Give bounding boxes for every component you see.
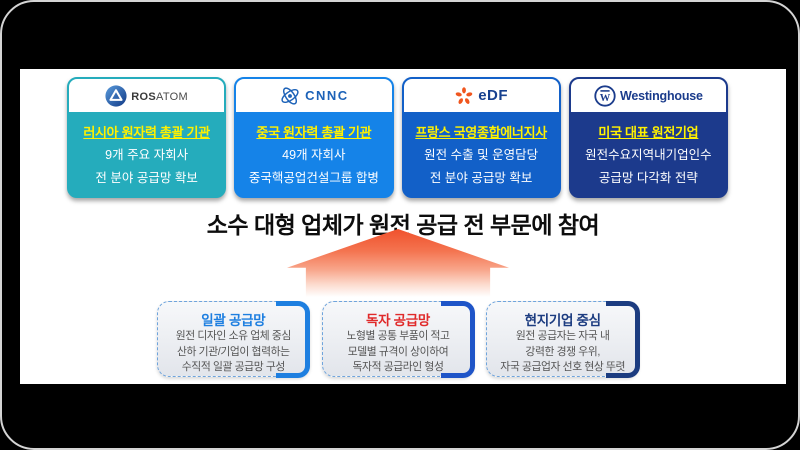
company-cards-row: ROSATOM 러시아 원자력 총괄 기관 9개 주요 자회사 전 분야 공급망… bbox=[67, 77, 728, 198]
cnnc-logo: CNNC bbox=[279, 85, 349, 107]
card-westinghouse-line1: 원전수요지역내기업인수 bbox=[585, 148, 712, 162]
box-independent-line1: 노형별 공통 부품이 적고 bbox=[346, 330, 450, 342]
box-integrated-line3: 수직적 일괄 공급망 구성 bbox=[181, 361, 286, 373]
card-westinghouse-title: 미국 대표 원전기업 bbox=[598, 125, 699, 140]
cnnc-logo-text: CNNC bbox=[305, 88, 349, 103]
card-cnnc-title: 중국 원자력 총괄 기관 bbox=[256, 125, 372, 140]
rosatom-swirl-icon bbox=[105, 84, 127, 107]
cnnc-atom-icon bbox=[281, 86, 299, 105]
box-integrated-title: 일괄 공급망 bbox=[201, 313, 266, 328]
box-independent-line3: 독자적 공급라인 형성 bbox=[352, 361, 444, 373]
card-edf-line2: 전 분야 공급망 확보 bbox=[429, 171, 533, 185]
card-cnnc-body: 중국 원자력 총괄 기관 49개 자회사 중국핵공업건설그룹 합병 bbox=[236, 112, 391, 196]
box-independent-title: 독자 공급망 bbox=[365, 313, 431, 328]
card-edf-header: eDF bbox=[403, 79, 559, 112]
westinghouse-w-glyph: W bbox=[600, 92, 611, 103]
rosatom-logo: ROSATOM bbox=[105, 84, 188, 107]
card-westinghouse: W Westinghouse 미국 대표 원전기업 원전수요지역내기업인수 공급… bbox=[568, 77, 728, 198]
box-independent-supply: 독자 공급망 노형별 공통 부품이 적고 모델별 규격이 상이하여 독자적 공급… bbox=[321, 300, 475, 378]
card-rosatom-body: 러시아 원자력 총괄 기관 9개 주요 자회사 전 분야 공급망 확보 bbox=[69, 112, 224, 196]
westinghouse-logo-text: Westinghouse bbox=[619, 88, 703, 103]
edf-logo-text: eDF bbox=[478, 87, 509, 104]
card-cnnc-line1: 49개 자회사 bbox=[282, 148, 346, 162]
card-edf-line1: 원전 수출 및 운영담당 bbox=[424, 148, 539, 162]
rosatom-logo-text-bold: ROS bbox=[131, 90, 157, 103]
card-westinghouse-body: 미국 대표 원전기업 원전수요지역내기업인수 공급망 다각화 전략 bbox=[571, 112, 726, 196]
box-integrated-supply: 일괄 공급망 원전 디자인 소유 업체 중심 산하 기관/기업이 협력하는 수직… bbox=[157, 300, 311, 378]
card-rosatom-line2: 전 분야 공급망 확보 bbox=[95, 171, 198, 185]
edf-logo: eDF bbox=[454, 86, 508, 106]
card-edf-body: 프랑스 국영종합에너지사 원전 수출 및 운영담당 전 분야 공급망 확보 bbox=[404, 112, 559, 196]
box-local-line2: 강력한 경쟁 우위, bbox=[525, 345, 600, 358]
card-cnnc: CNNC 중국 원자력 총괄 기관 49개 자회사 중국핵공업건설그룹 합병 bbox=[234, 77, 394, 198]
box-integrated-line2: 산하 기관/기업이 협력하는 bbox=[177, 345, 290, 358]
card-westinghouse-header: W Westinghouse bbox=[570, 79, 726, 112]
card-cnnc-line2: 중국핵공업건설그룹 합병 bbox=[248, 171, 379, 185]
westinghouse-logo: W Westinghouse bbox=[594, 84, 703, 107]
card-rosatom-title: 러시아 원자력 총괄 기관 bbox=[83, 125, 210, 140]
card-rosatom-header: ROSATOM bbox=[69, 79, 225, 112]
supply-boxes-row: 일괄 공급망 원전 디자인 소유 업체 중심 산하 기관/기업이 협력하는 수직… bbox=[157, 300, 640, 378]
card-westinghouse-line2: 공급망 다각화 전략 bbox=[598, 171, 698, 185]
card-edf: eDF 프랑스 국영종합에너지사 원전 수출 및 운영담당 전 분야 공급망 확… bbox=[401, 77, 561, 198]
card-cnnc-header: CNNC bbox=[236, 79, 392, 112]
edf-spark-icon bbox=[455, 86, 473, 104]
box-local-title: 현지기업 중심 bbox=[524, 313, 601, 328]
slide-content: ROSATOM 러시아 원자력 총괄 기관 9개 주요 자회사 전 분야 공급망… bbox=[20, 69, 786, 384]
rosatom-logo-text-light: ATOM bbox=[156, 90, 188, 103]
box-local-companies: 현지기업 중심 원전 공급자는 자국 내 강력한 경쟁 우위, 자국 공급업자 … bbox=[486, 300, 640, 378]
westinghouse-w-icon: W bbox=[594, 84, 616, 107]
box-integrated-line1: 원전 디자인 소유 업체 중심 bbox=[175, 330, 292, 342]
card-rosatom: ROSATOM 러시아 원자력 총괄 기관 9개 주요 자회사 전 분야 공급망… bbox=[67, 77, 227, 198]
box-local-line1: 원전 공급자는 자국 내 bbox=[515, 330, 610, 342]
box-independent-line2: 모델별 규격이 상이하여 bbox=[347, 345, 449, 358]
box-local-line3: 자국 공급업자 선호 현상 뚜렷 bbox=[500, 361, 626, 373]
card-edf-title: 프랑스 국영종합에너지사 bbox=[415, 125, 547, 140]
card-rosatom-line1: 9개 주요 자회사 bbox=[105, 148, 189, 162]
